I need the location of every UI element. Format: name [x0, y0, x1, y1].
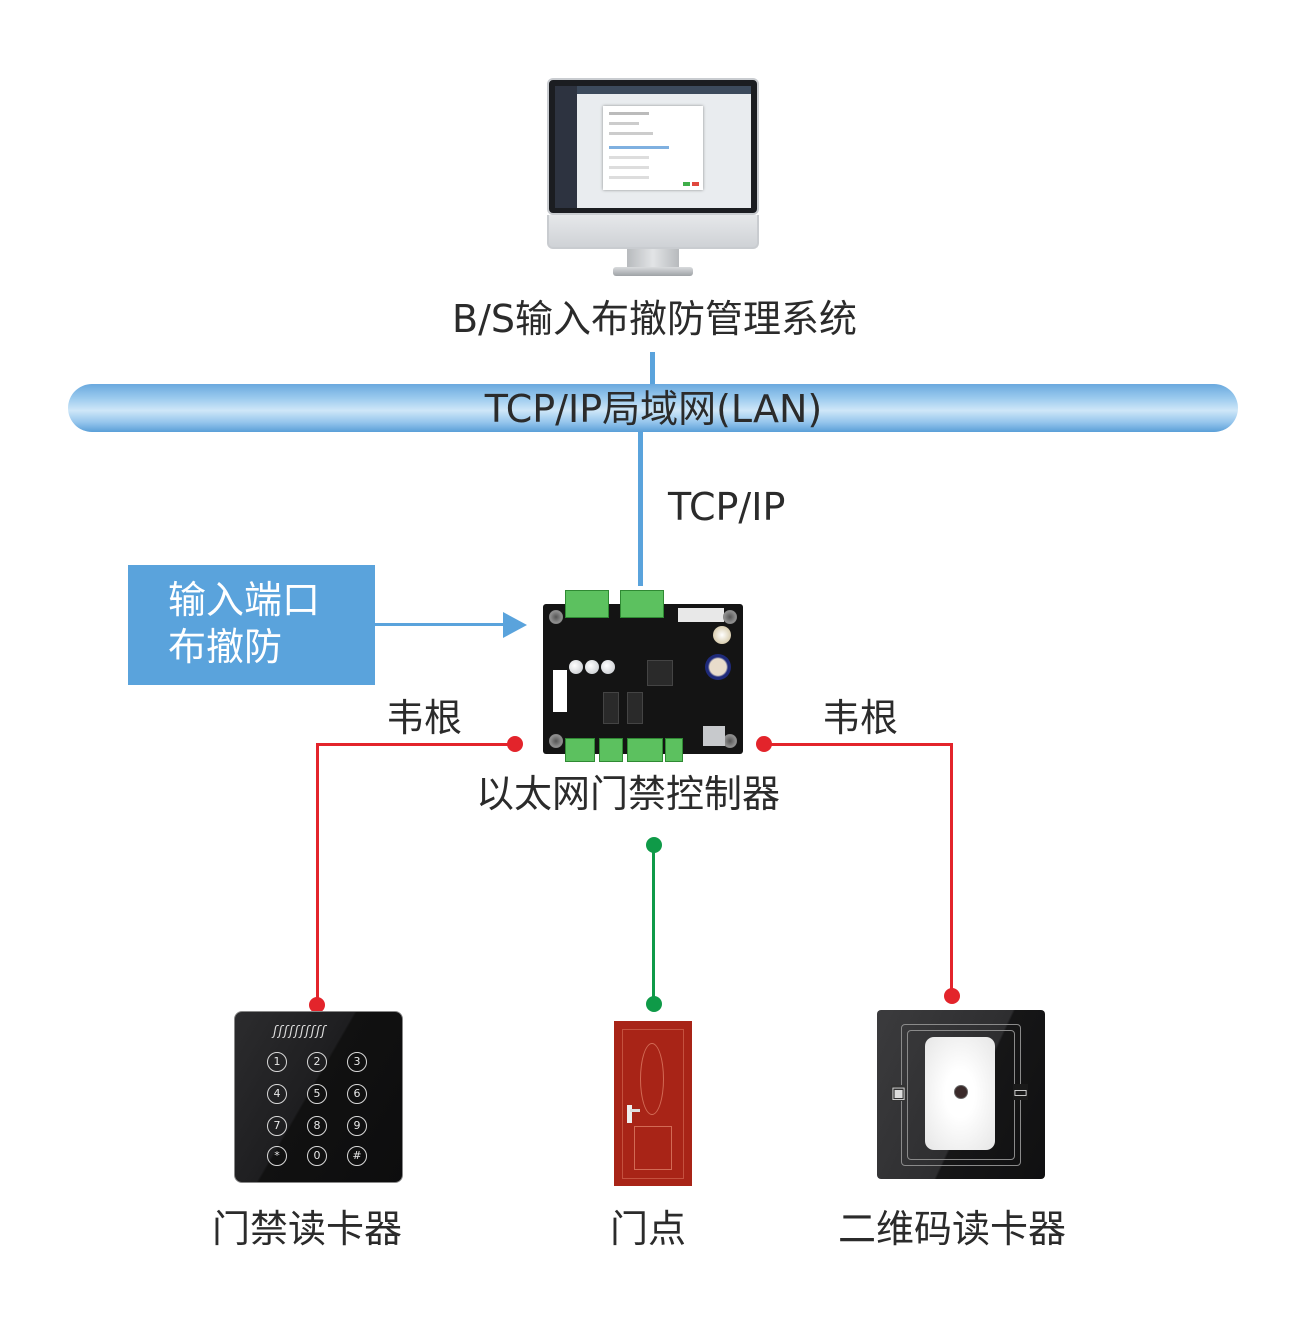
- wiegand-right-label: 韦根: [822, 696, 899, 740]
- monitor-bezel: [547, 78, 759, 215]
- capacitor: [585, 660, 599, 674]
- dialog-line: [609, 132, 653, 135]
- door-handle: [627, 1105, 632, 1123]
- screen-topbar: [577, 86, 751, 94]
- capacitor: [569, 660, 583, 674]
- dialog-line: [609, 156, 649, 159]
- input-arrow-line: [375, 623, 505, 626]
- keypad-key: 8: [307, 1116, 327, 1136]
- led-indicator: ʃʃʃʃʃʃʃʃʃʃ: [273, 1024, 327, 1039]
- dialog-line: [609, 176, 649, 179]
- door-lower-panel: [634, 1126, 672, 1170]
- dialog-line: [609, 146, 669, 149]
- keypad-key: 1: [267, 1052, 287, 1072]
- monitor-chin: [547, 215, 759, 249]
- input-box-line1: 输入端口: [168, 578, 321, 622]
- wiegand-left-hline: [316, 743, 515, 746]
- mount-hole: [549, 610, 563, 624]
- mount-hole: [723, 734, 737, 748]
- device-label-card-reader: 门禁读卡器: [212, 1207, 403, 1251]
- mcu-chip: [647, 660, 673, 686]
- server-monitor-icon: [547, 78, 759, 278]
- keypad-key: 7: [267, 1116, 287, 1136]
- door-icon: [614, 1021, 692, 1186]
- monitor-screen: [555, 86, 751, 208]
- door-contact-controller-dot: [646, 837, 662, 853]
- door-contact-line: [652, 845, 655, 1005]
- terminal-block: [620, 590, 664, 618]
- terminal-block: [665, 738, 683, 762]
- keypad-key: 3: [347, 1052, 367, 1072]
- keypad-key: 2: [307, 1052, 327, 1072]
- wiegand-left-reader-dot: [309, 997, 325, 1013]
- door-contact-door-dot: [646, 996, 662, 1012]
- door-oval-panel: [640, 1043, 664, 1115]
- lan-controller-link: [638, 430, 643, 586]
- wiegand-right-reader-dot: [944, 988, 960, 1004]
- input-arming-box: 输入端口 布撤防: [128, 565, 375, 685]
- server-label: B/S输入布撤防管理系统: [452, 297, 857, 341]
- controller-label: 以太网门禁控制器: [476, 772, 781, 816]
- tcpip-link-label: TCP/IP: [668, 485, 786, 529]
- terminal-block: [565, 738, 595, 762]
- header-connector: [678, 608, 724, 622]
- wiegand-left-controller-dot: [507, 736, 523, 752]
- lan-bus: [68, 384, 1238, 432]
- relay: [627, 692, 643, 724]
- relay: [603, 692, 619, 724]
- monitor-stand-base: [613, 267, 693, 276]
- ethernet-port: [703, 726, 725, 746]
- lan-label: TCP/IP局域网(LAN): [484, 387, 823, 431]
- mount-hole: [549, 734, 563, 748]
- input-arrow-head-icon: [503, 612, 527, 638]
- server-lan-link: [650, 352, 655, 386]
- mount-hole: [723, 610, 737, 624]
- screen-dialog: [603, 106, 703, 190]
- wiegand-right-controller-dot: [756, 736, 772, 752]
- camera-lens: [954, 1085, 968, 1099]
- wiegand-right-vline: [950, 743, 953, 996]
- card-tap-icon: ▭: [1013, 1082, 1029, 1101]
- monitor-stand-neck: [627, 249, 679, 269]
- input-box-line2: 布撤防: [168, 625, 283, 669]
- door-handle-lever: [630, 1109, 640, 1112]
- dialog-line: [609, 166, 649, 169]
- terminal-block: [599, 738, 623, 762]
- wiegand-left-vline: [316, 743, 319, 1005]
- board-id-sticker: [553, 670, 567, 712]
- wiegand-left-label: 韦根: [386, 696, 463, 740]
- keypad-key: #: [347, 1146, 367, 1166]
- dialog-line: [609, 122, 639, 125]
- dialog-line: [609, 112, 649, 115]
- screen-sidebar: [555, 86, 577, 208]
- dialog-cancel-button: [692, 182, 699, 186]
- qr-code-icon: ▣: [891, 1083, 907, 1102]
- scan-window: [925, 1037, 995, 1150]
- keypad-key: 6: [347, 1084, 367, 1104]
- dialog-ok-button: [683, 182, 690, 186]
- door-frame: [622, 1029, 684, 1179]
- battery: [713, 626, 731, 644]
- keypad-key: 0: [307, 1146, 327, 1166]
- controller-board-icon: [543, 590, 743, 762]
- keypad-key: 4: [267, 1084, 287, 1104]
- supercap: [705, 654, 731, 680]
- terminal-block: [565, 590, 609, 618]
- qr-code-reader-icon: ▣ ▭: [877, 1010, 1045, 1179]
- wiegand-right-hline: [764, 743, 953, 746]
- keypad-key: 5: [307, 1084, 327, 1104]
- device-label-qr-reader: 二维码读卡器: [838, 1207, 1067, 1251]
- keypad-key: 9: [347, 1116, 367, 1136]
- device-label-door: 门点: [610, 1207, 687, 1251]
- capacitor: [601, 660, 615, 674]
- keypad-key: *: [267, 1146, 287, 1166]
- terminal-block: [627, 738, 663, 762]
